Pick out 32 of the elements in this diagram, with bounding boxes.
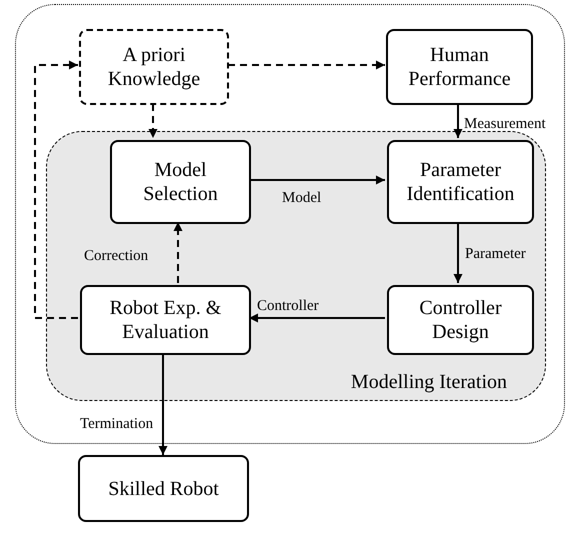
box-label: Robot Exp. & Evaluation <box>108 296 222 344</box>
edge-label: Termination <box>80 415 154 434</box>
process-box <box>78 455 249 522</box>
edge-label: Measurement <box>464 115 546 134</box>
box-label: Parameter Identification <box>406 158 516 206</box>
box-label: Model Selection <box>142 158 219 206</box>
group-frame <box>15 4 565 444</box>
edge-label: Correction <box>84 247 148 266</box>
process-box <box>110 140 251 224</box>
box-label: Controller Design <box>418 296 503 344</box>
edge-label: Controller <box>257 297 319 316</box>
arrow <box>228 60 385 70</box>
arrow <box>249 176 385 184</box>
edge-label: Parameter <box>465 245 526 264</box>
arrow <box>454 104 462 138</box>
box-label: A priori Knowledge <box>106 43 202 91</box>
arrow <box>454 222 462 283</box>
process-box <box>79 29 229 105</box>
arrow <box>174 222 182 283</box>
arrow <box>148 104 158 138</box>
process-box <box>387 140 534 224</box>
process-box <box>80 285 251 355</box>
region-label: Modelling Iteration <box>350 370 507 394</box>
process-box <box>387 285 534 355</box>
arrow <box>249 314 385 322</box>
box-label: Human Performance <box>407 43 512 91</box>
edge-label: Model <box>282 189 322 208</box>
group-region <box>46 131 546 401</box>
arrow <box>158 353 168 455</box>
process-box <box>386 29 533 105</box>
box-label: Skilled Robot <box>107 476 220 500</box>
arrow <box>34 60 78 319</box>
